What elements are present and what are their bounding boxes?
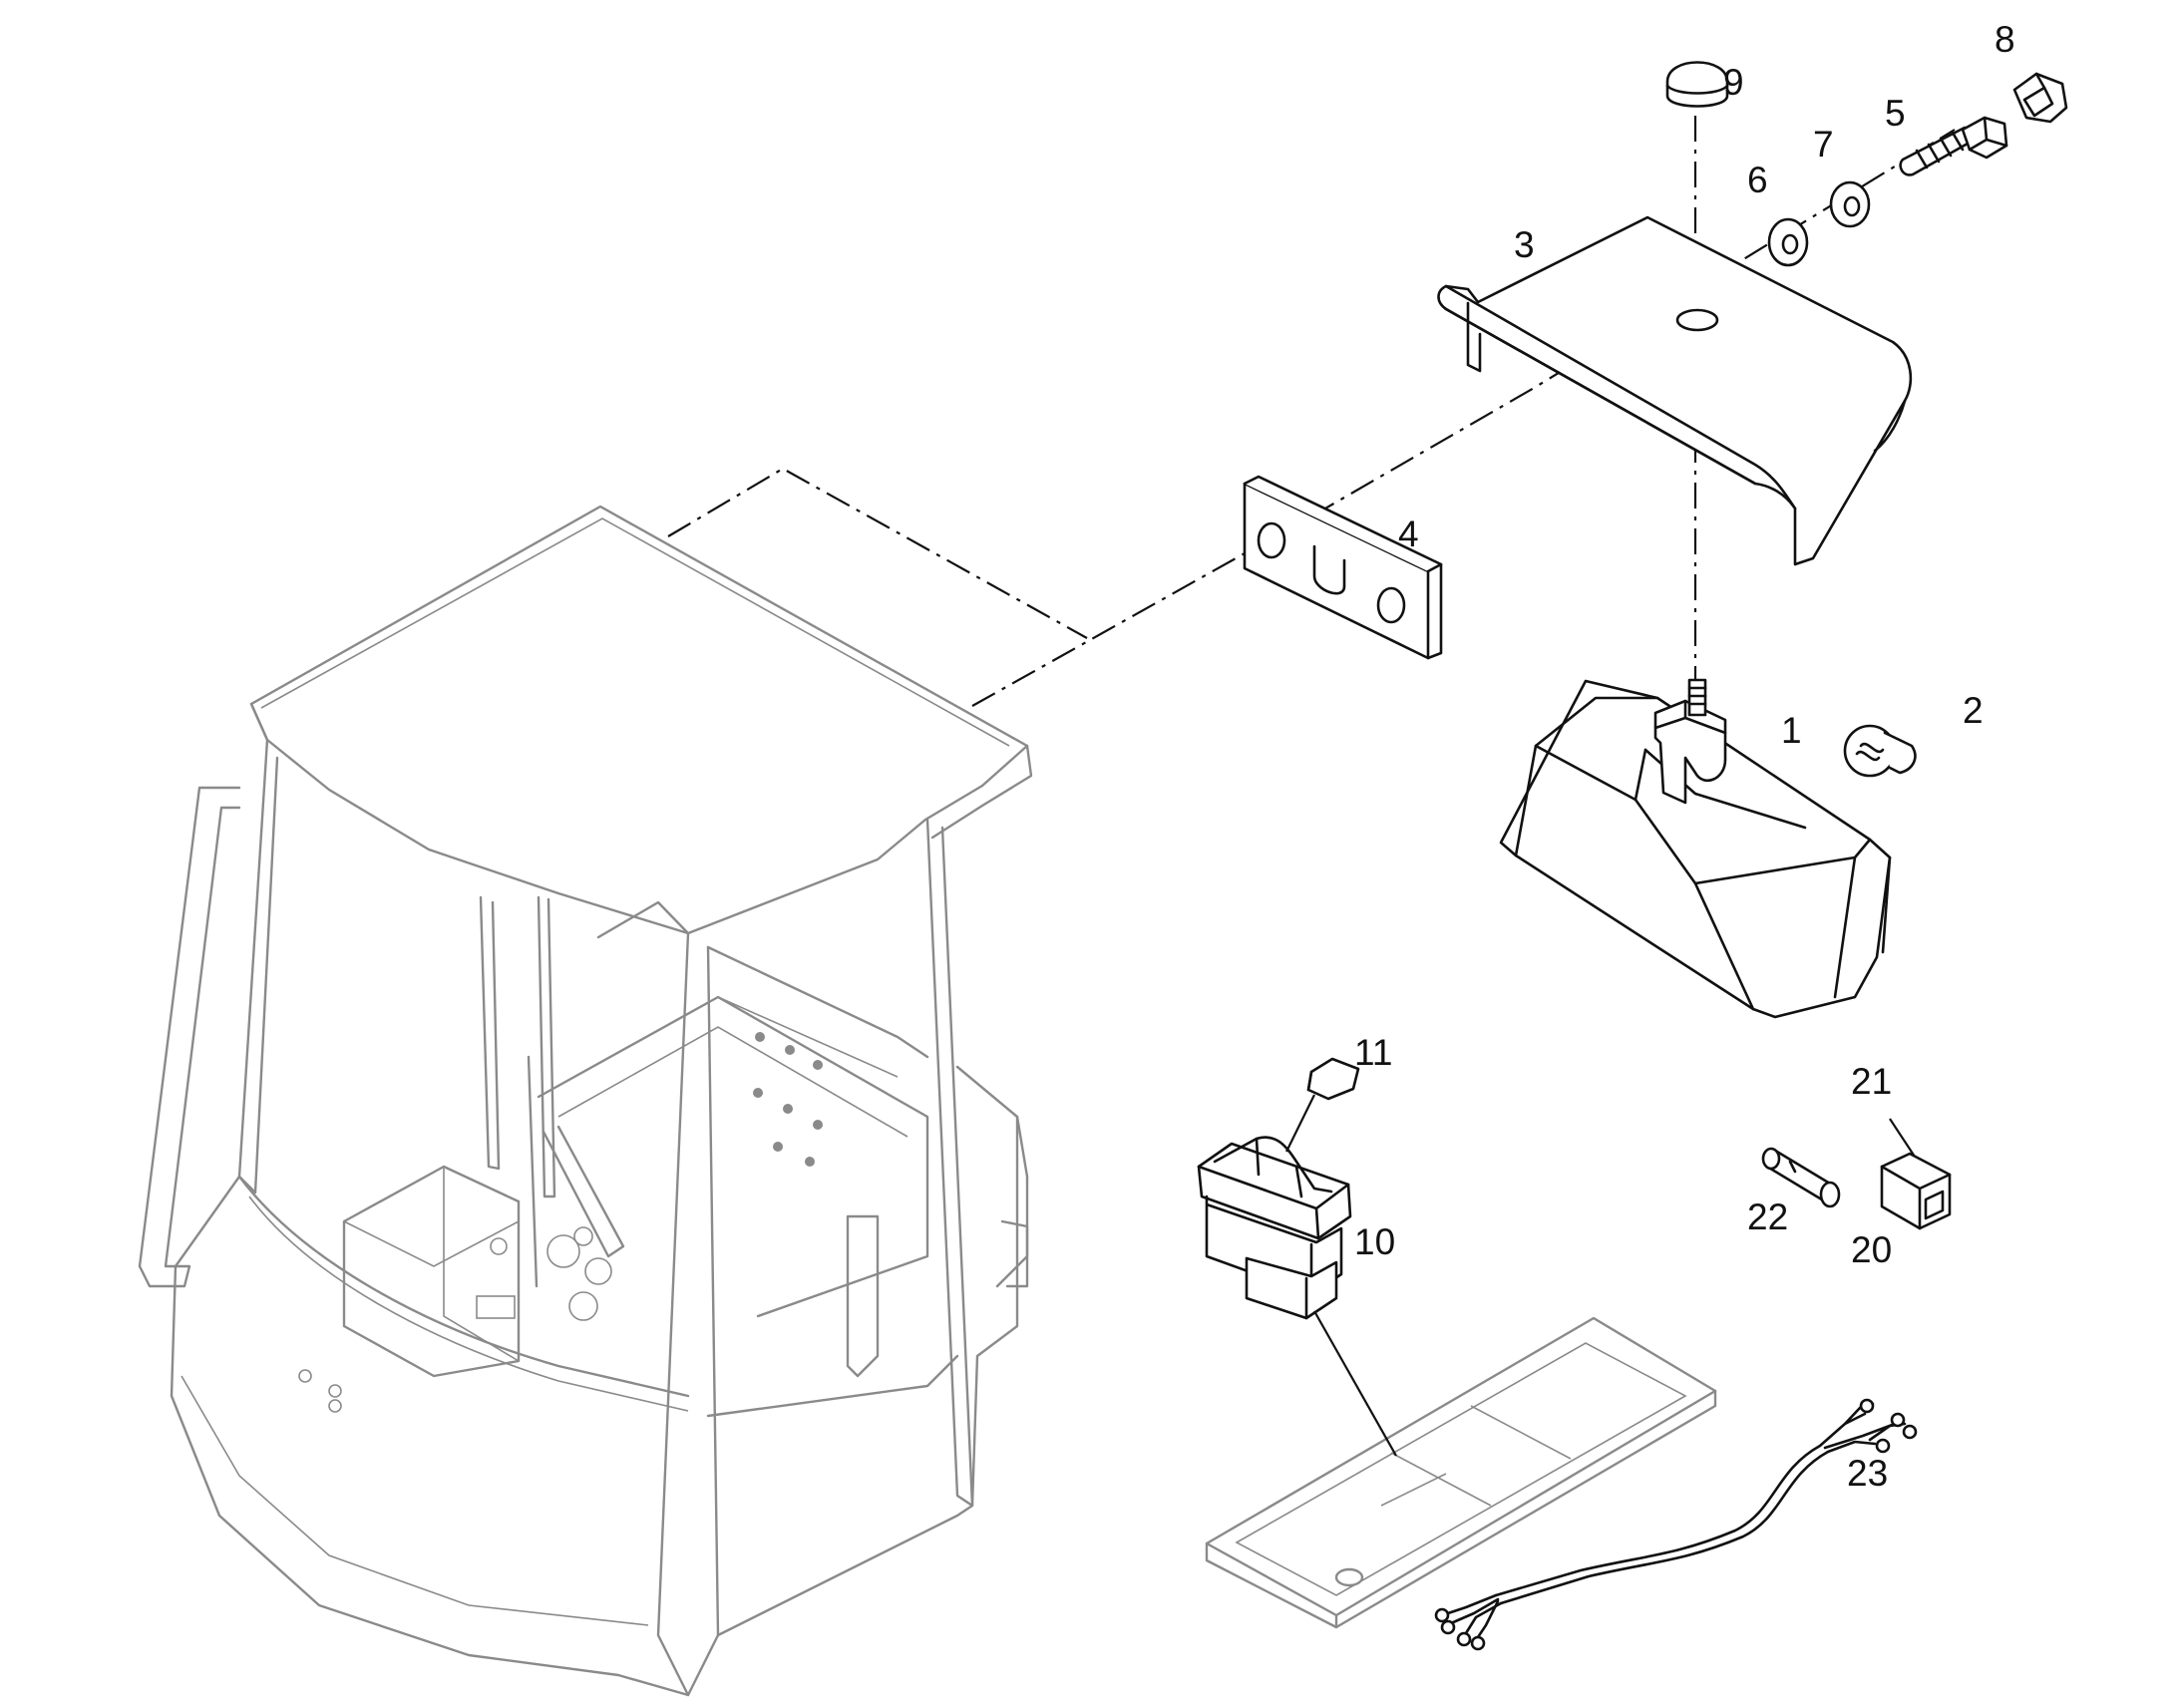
- callout-23: 23: [1847, 1453, 1888, 1494]
- harness-part-23: [1434, 1398, 1918, 1651]
- callout-10: 10: [1354, 1221, 1395, 1262]
- cap-part-9: [1665, 61, 1729, 108]
- washers-parts-6-7: [1767, 180, 1871, 267]
- bulb-part-2: [1843, 724, 1917, 778]
- leader-lines: [1285, 1094, 1916, 1457]
- callout-6: 6: [1747, 160, 1768, 200]
- switch-frame: [1205, 1316, 1717, 1629]
- callout-11: 11: [1354, 1032, 1392, 1073]
- bolt-part-5: [1899, 116, 2008, 176]
- connector-parts-20-21: [1880, 1152, 1952, 1230]
- work-lamp-part-1: [1499, 678, 1892, 1019]
- callout-3: 3: [1514, 224, 1535, 265]
- cab-assembly: [138, 505, 1033, 1697]
- callout-9: 9: [1723, 62, 1744, 103]
- pin-part-22: [1761, 1147, 1841, 1208]
- callout-21: 21: [1851, 1061, 1892, 1102]
- switch-insert-part-11: [1306, 1057, 1360, 1101]
- callout-4: 4: [1398, 513, 1419, 554]
- callout-labels: 1 2 3 4 5 6 7 8 9 10 11 20 21 22 23: [1354, 19, 2015, 1494]
- lamp-cover-part-3: [1437, 215, 1913, 566]
- nut-part-8: [2012, 72, 2068, 124]
- callout-1: 1: [1781, 710, 1802, 751]
- callout-22: 22: [1747, 1196, 1788, 1237]
- plate-part-4: [1243, 475, 1443, 660]
- callout-20: 20: [1851, 1229, 1892, 1270]
- callout-5: 5: [1885, 93, 1906, 134]
- callout-7: 7: [1813, 124, 1834, 165]
- callout-2: 2: [1963, 690, 1984, 731]
- callout-8: 8: [1995, 19, 2015, 60]
- rocker-switch-part-10: [1197, 1136, 1352, 1320]
